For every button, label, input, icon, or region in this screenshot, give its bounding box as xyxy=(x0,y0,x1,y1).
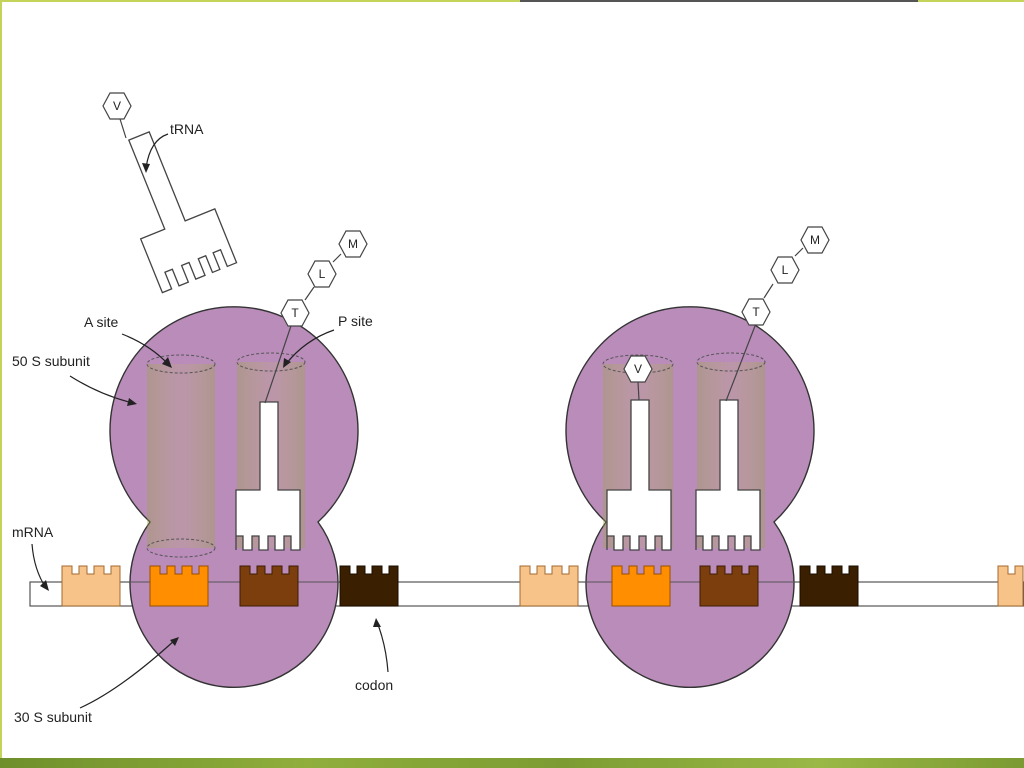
a-site-channel-left xyxy=(147,364,215,548)
arrowhead xyxy=(373,618,381,627)
codon xyxy=(611,565,671,607)
codon xyxy=(239,565,299,607)
p-site-label: P site xyxy=(338,313,373,329)
p-site-top-left xyxy=(236,352,306,372)
amino-acid-hexagon: M xyxy=(800,226,830,254)
arrowhead xyxy=(283,358,291,368)
amino-acid-label: V xyxy=(634,362,642,376)
trna-pointer xyxy=(145,133,169,169)
p-site-top-right xyxy=(696,352,766,372)
amino-acid-hexagon: L xyxy=(770,256,800,284)
amino-acid-label: L xyxy=(782,263,789,277)
amino-acid-label: T xyxy=(752,305,760,319)
free-trna xyxy=(127,131,238,294)
peptide-chain-left: T L M xyxy=(264,230,368,404)
trna-label: tRNA xyxy=(170,121,204,137)
slide-footer-band xyxy=(0,758,1024,768)
arrowhead xyxy=(40,580,49,591)
trna-link xyxy=(119,118,127,139)
amino-acid-hexagon: T xyxy=(280,299,310,327)
amino-acid-label: T xyxy=(291,306,299,320)
a-site-bottom-left xyxy=(146,538,216,558)
amino-acid-hexagon: L xyxy=(307,260,337,288)
amino-acid-label: M xyxy=(810,233,820,247)
slide-top-line xyxy=(520,0,918,2)
codon xyxy=(339,565,399,607)
codon xyxy=(61,565,121,607)
ribosome-left xyxy=(109,306,359,689)
amino-acid-hexagon: T xyxy=(741,298,771,326)
codons xyxy=(61,565,1024,607)
pointer-arrowheads xyxy=(40,163,381,646)
slide-top-border xyxy=(0,0,1024,2)
codon xyxy=(519,565,579,607)
trna-link xyxy=(637,381,640,401)
arrowhead xyxy=(162,357,172,368)
trna-shape xyxy=(127,131,238,294)
subunit-50s-label: 50 S subunit xyxy=(12,353,90,369)
a-site-top-left xyxy=(146,354,216,374)
subunit-50s-pointer xyxy=(69,375,134,404)
p-site-pointer xyxy=(285,329,335,365)
p-site-trna-left xyxy=(235,401,301,551)
a-site-trna-right xyxy=(606,399,672,551)
amino-acid-hexagon: M xyxy=(338,230,368,258)
amino-acid-label: V xyxy=(113,99,121,113)
p-site-trna-right xyxy=(695,399,761,551)
slide-left-border xyxy=(0,0,2,760)
amino-acid-label: M xyxy=(348,237,358,251)
codon xyxy=(997,565,1024,607)
subunit-30s-label: 30 S subunit xyxy=(14,709,92,725)
codon xyxy=(149,565,209,607)
codon-label: codon xyxy=(355,677,393,693)
arrowhead xyxy=(170,637,179,646)
codon-pointer xyxy=(376,621,389,673)
arrowhead xyxy=(142,163,150,173)
codon xyxy=(799,565,859,607)
codon xyxy=(699,565,759,607)
ribosome-right xyxy=(565,306,815,689)
amino-acid-hexagon: V xyxy=(623,355,653,383)
arrowhead xyxy=(127,398,137,406)
peptide-chain-right: T L M xyxy=(725,226,830,402)
mrna-label: mRNA xyxy=(12,524,54,540)
a-site-label: A site xyxy=(84,314,118,330)
subunit-30s-pointer xyxy=(79,639,176,709)
amino-acid-hexagon: V xyxy=(102,92,132,120)
amino-acid-label: L xyxy=(319,267,326,281)
